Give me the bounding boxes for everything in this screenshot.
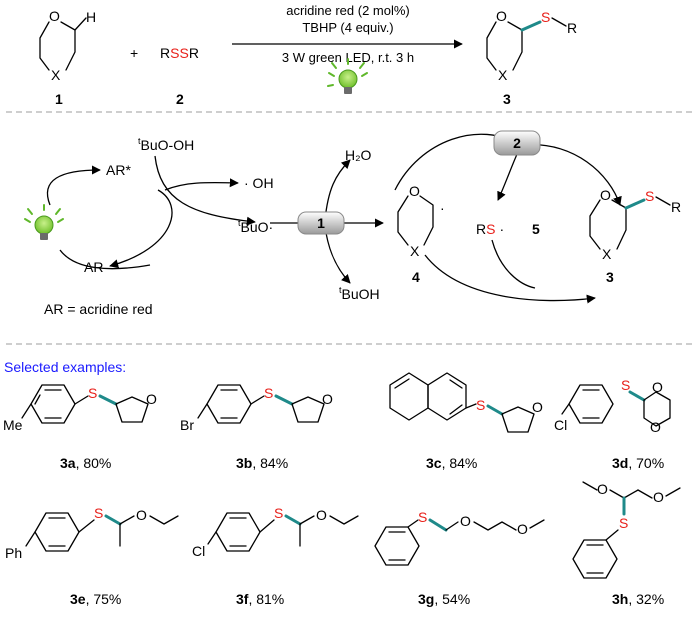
svg-text:O: O bbox=[409, 183, 420, 199]
lightbulb-icon bbox=[24, 204, 64, 240]
svg-text:S: S bbox=[88, 385, 97, 401]
svg-text:Cl: Cl bbox=[554, 417, 567, 433]
step-1-badge: 1 bbox=[297, 211, 345, 235]
radical-4: O · X 4 bbox=[397, 183, 445, 285]
plus-sign: + bbox=[130, 45, 138, 61]
svg-text:Me: Me bbox=[3, 417, 23, 433]
step-2-badge: 2 bbox=[493, 130, 541, 156]
tbuo-radical: tBuO· bbox=[238, 218, 273, 235]
example-3d: Cl S O O 3d, 70% bbox=[554, 377, 671, 471]
svg-text:X: X bbox=[498, 67, 508, 83]
svg-text:O: O bbox=[652, 379, 663, 395]
tbuoh: tBuOH bbox=[339, 285, 380, 302]
svg-text:X: X bbox=[410, 243, 420, 259]
tbuooh: tBuO-OH bbox=[138, 136, 194, 153]
example-3h: O O S 3h, 32% bbox=[572, 481, 681, 607]
svg-text:O: O bbox=[496, 8, 507, 24]
compound-number-2: 2 bbox=[176, 91, 184, 107]
ar-definition: AR = acridine red bbox=[44, 301, 153, 317]
reagent-line-1: acridine red (2 mol%) bbox=[286, 3, 410, 18]
svg-text:O: O bbox=[597, 481, 608, 497]
svg-text:3h, 32%: 3h, 32% bbox=[612, 591, 664, 607]
svg-text:S: S bbox=[274, 505, 283, 521]
product-3-cycle: O S R X 3 bbox=[589, 187, 681, 285]
atom-x: X bbox=[51, 67, 61, 83]
svg-text:S: S bbox=[645, 188, 654, 204]
ar-ground: AR bbox=[84, 259, 103, 275]
example-3a: Me S O 3a, 80% bbox=[3, 384, 157, 471]
atom-h: H bbox=[86, 9, 96, 25]
product-3: O S R X 3 bbox=[486, 8, 577, 107]
water: H₂O bbox=[345, 147, 372, 163]
example-label: 3a, 80% bbox=[60, 455, 111, 471]
svg-text:S: S bbox=[541, 9, 550, 25]
svg-text:S: S bbox=[621, 377, 630, 393]
svg-text:O: O bbox=[146, 391, 157, 407]
example-3f: Cl S O 3f, 81% bbox=[192, 505, 359, 607]
svg-text:O: O bbox=[460, 513, 471, 529]
svg-text:Ph: Ph bbox=[5, 545, 22, 561]
svg-text:2: 2 bbox=[513, 135, 521, 151]
svg-text:Cl: Cl bbox=[192, 543, 205, 559]
svg-text:O: O bbox=[322, 391, 333, 407]
svg-text:RSSR: RSSR bbox=[160, 45, 199, 61]
svg-text:3e, 75%: 3e, 75% bbox=[70, 591, 121, 607]
substrate-1: O H X 1 bbox=[39, 8, 96, 107]
examples-heading: Selected examples: bbox=[4, 359, 126, 375]
svg-text:O: O bbox=[532, 399, 543, 415]
compound-number-3: 3 bbox=[503, 91, 511, 107]
svg-text:1: 1 bbox=[317, 215, 325, 231]
svg-text:3g, 54%: 3g, 54% bbox=[418, 591, 470, 607]
svg-text:S: S bbox=[476, 397, 485, 413]
svg-text:R: R bbox=[567, 20, 577, 36]
svg-text:3d, 70%: 3d, 70% bbox=[612, 455, 664, 471]
conditions-line: 3 W green LED, r.t. 3 h bbox=[282, 50, 414, 65]
hydroxyl-radical: · OH bbox=[244, 175, 274, 191]
example-3b: Br S O 3b, 84% bbox=[180, 384, 333, 471]
ar-star: AR* bbox=[106, 162, 131, 178]
svg-text:O: O bbox=[136, 507, 147, 523]
top-reaction: O H X 1 + RSSR 2 acridine red (2 mol%) T… bbox=[39, 3, 577, 107]
svg-text:3f, 81%: 3f, 81% bbox=[236, 591, 284, 607]
svg-text:Br: Br bbox=[180, 417, 194, 433]
mechanism: AR* AR tBuO-OH · OH tBuO· H₂O tBuOH 1 bbox=[24, 130, 681, 317]
example-3e: Ph S O 3e, 75% bbox=[5, 505, 179, 607]
disulfide-2: RSSR 2 bbox=[160, 45, 199, 107]
svg-text:S: S bbox=[619, 515, 628, 531]
compound-number-4: 4 bbox=[412, 269, 420, 285]
svg-text:O: O bbox=[517, 521, 528, 537]
compound-number-1: 1 bbox=[55, 91, 63, 107]
svg-text:S: S bbox=[418, 509, 427, 525]
svg-text:R: R bbox=[671, 199, 681, 215]
atom-o: O bbox=[49, 8, 60, 24]
svg-text:3c, 84%: 3c, 84% bbox=[426, 455, 477, 471]
svg-text:S: S bbox=[94, 505, 103, 521]
svg-text:3: 3 bbox=[606, 269, 614, 285]
thiyl-radical: RS· bbox=[476, 221, 504, 237]
reagent-line-2: TBHP (4 equiv.) bbox=[302, 20, 393, 35]
svg-text:O: O bbox=[600, 187, 611, 203]
svg-text:3b, 84%: 3b, 84% bbox=[236, 455, 288, 471]
svg-text:·: · bbox=[440, 200, 445, 216]
example-3g: S O O 3g, 54% bbox=[374, 509, 545, 607]
svg-text:X: X bbox=[602, 246, 612, 262]
svg-text:O: O bbox=[653, 489, 664, 505]
compound-number-5: 5 bbox=[532, 221, 540, 237]
lightbulb-icon bbox=[327, 58, 368, 94]
svg-text:O: O bbox=[316, 507, 327, 523]
example-3c: S O 3c, 84% bbox=[389, 372, 543, 471]
svg-text:O: O bbox=[650, 419, 661, 435]
svg-text:S: S bbox=[264, 385, 273, 401]
